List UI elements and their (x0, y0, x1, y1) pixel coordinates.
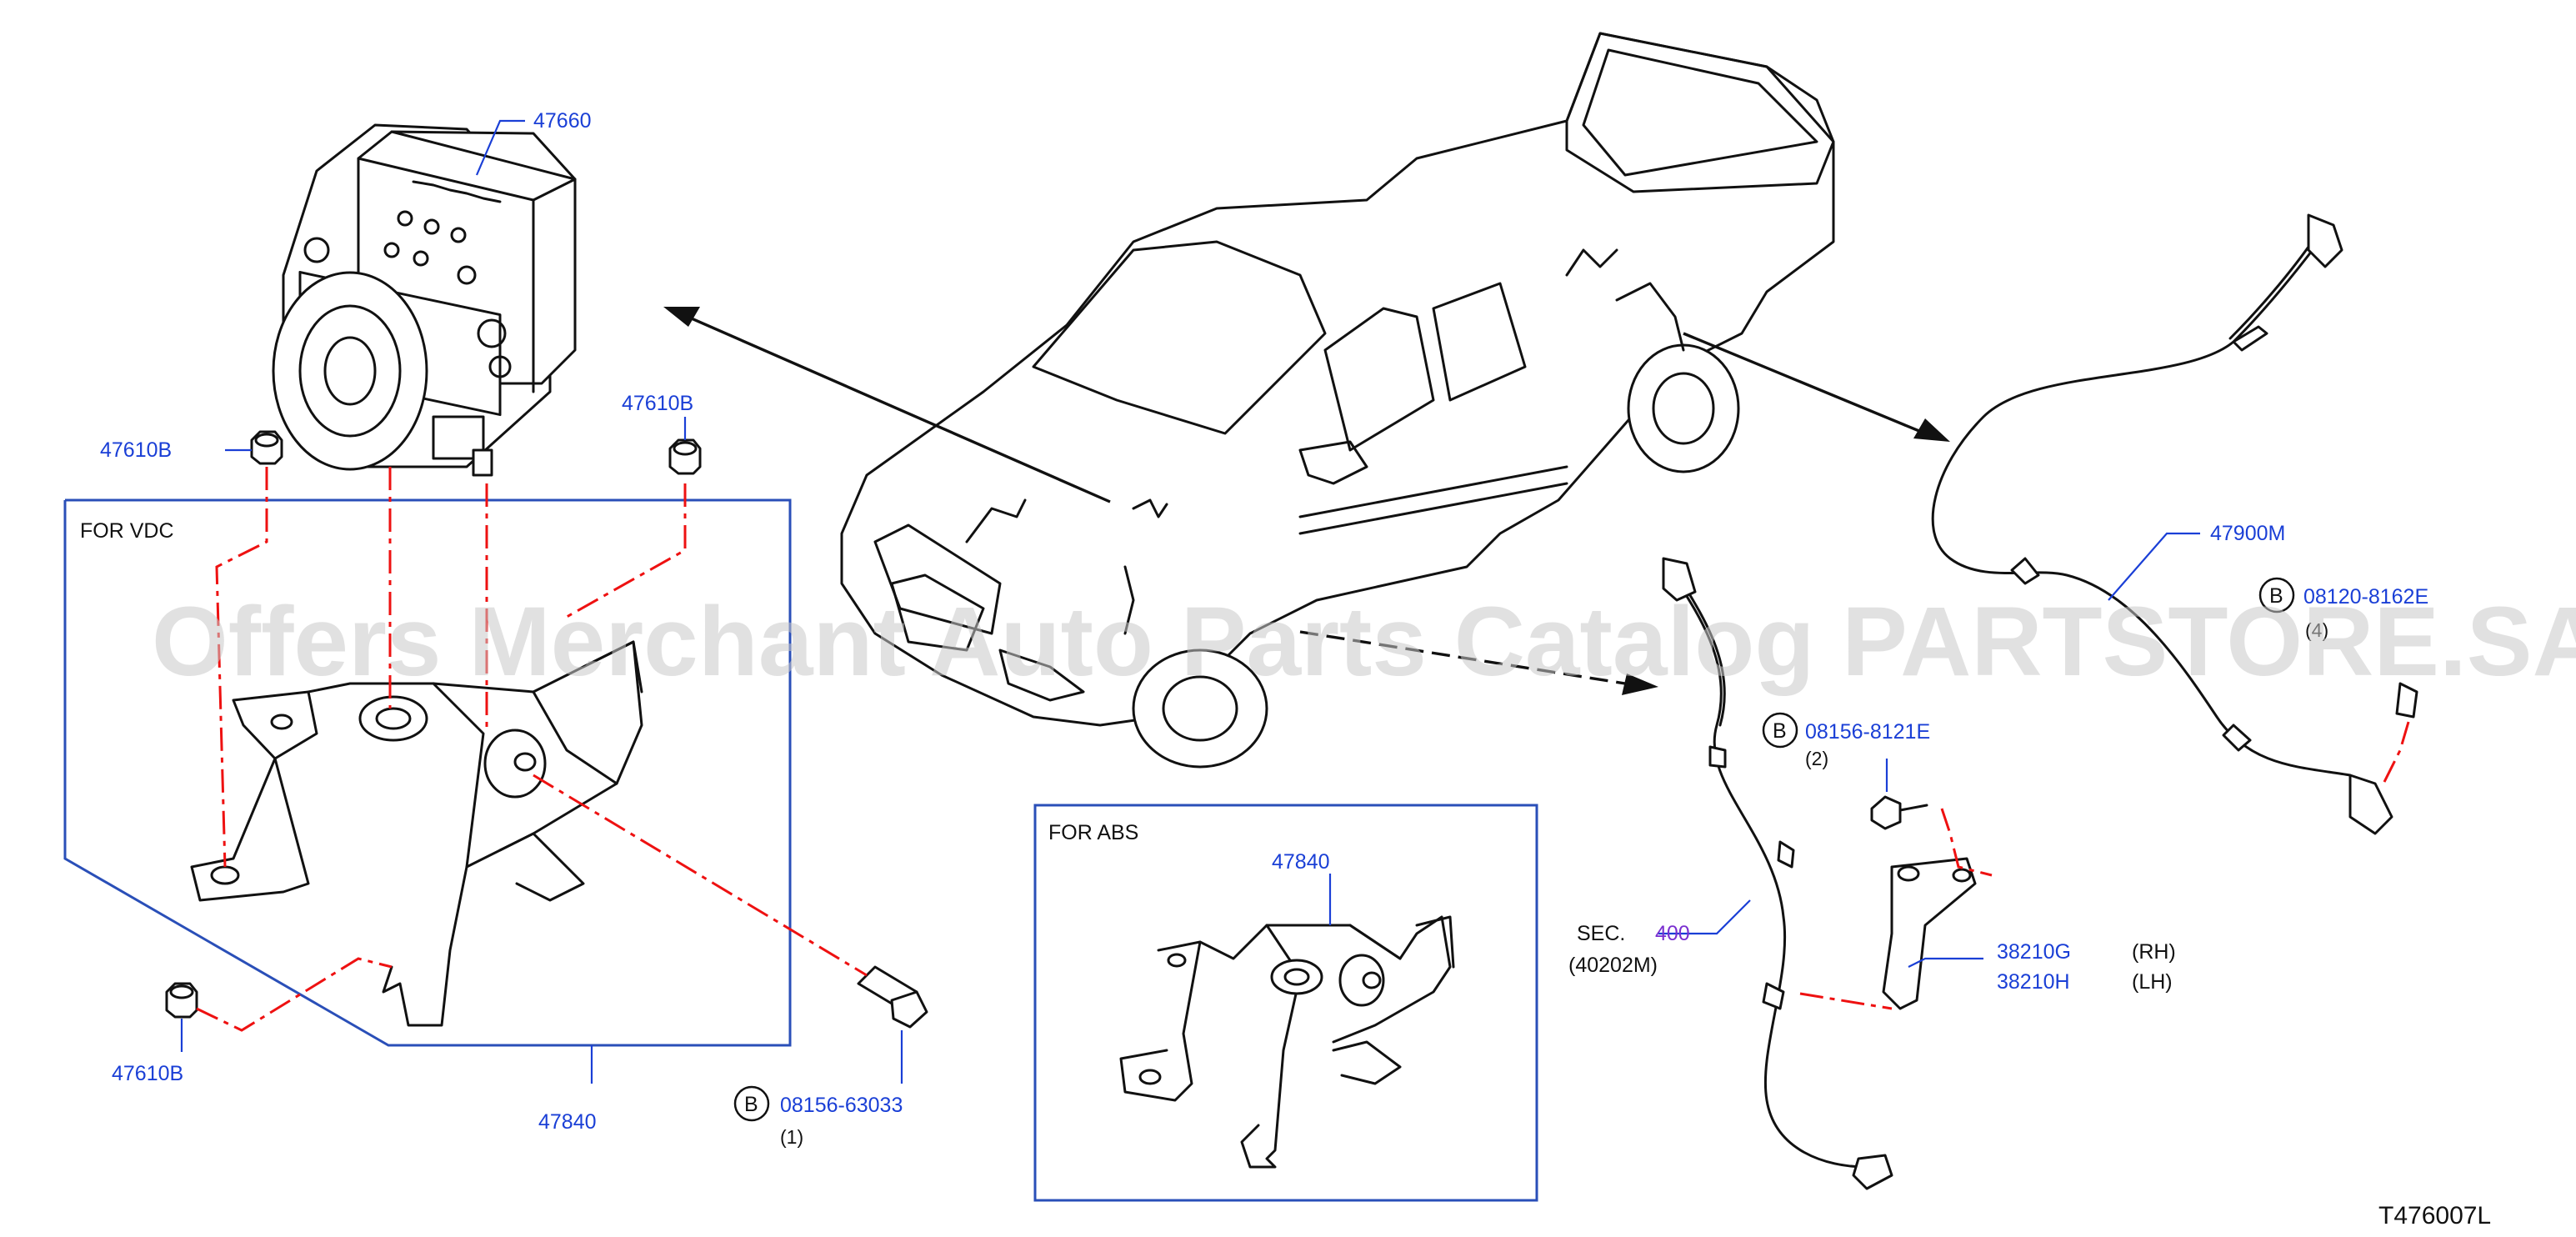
phantom-line-front-bolt (1940, 808, 1993, 877)
front-sensor-leader (1658, 899, 1751, 935)
bolt-front (1870, 795, 1928, 830)
rear-sensor-leader (2108, 532, 2200, 601)
svg-text:B: B (744, 1093, 758, 1116)
part-bolt-bracket-qty: (1) (780, 1126, 803, 1148)
part-sensor-bracket-lh-side: (LH) (2132, 970, 2173, 994)
arrow-to-rear-sensor (1683, 332, 1950, 442)
part-sensor-bracket-rh: 38210G (1997, 940, 2071, 964)
bolt-bracket (857, 965, 928, 1029)
part-bolt-rear-qty: (4) (2305, 619, 2328, 641)
part-actuator: 47660 (533, 109, 592, 133)
sensor-bracket-leader (1908, 957, 1983, 968)
part-nut-top-left: 47610B (100, 438, 172, 462)
phantom-line-bolt (533, 774, 868, 977)
part-nut-top-right: 47610B (622, 392, 693, 415)
phantom-line-nut-left (215, 467, 268, 868)
svg-text:B: B (1773, 719, 1787, 743)
bolt-bracket-marker: B (733, 1085, 770, 1122)
bracket-abs (1119, 915, 1455, 1169)
nut-bottom (165, 982, 198, 1019)
part-bracket-abs: 47840 (1272, 850, 1330, 874)
vdc-frame (63, 498, 792, 1047)
part-bolt-front-qty: (2) (1805, 748, 1828, 769)
abs-frame-title: FOR ABS (1048, 821, 1138, 844)
phantom-line-nut-right (566, 483, 687, 618)
bolt-rear-marker: B (2258, 577, 2295, 613)
phantom-line-rear-bolt (2382, 721, 2410, 784)
part-sensor-bracket-lh: 38210H (1997, 970, 2070, 994)
actuator-leader (475, 119, 525, 176)
arrow-to-actuator (663, 307, 1111, 503)
part-bolt-bracket: 08156-63033 (780, 1094, 903, 1117)
vdc-frame-title: FOR VDC (80, 519, 174, 543)
front-wheel-sensor (1662, 557, 1893, 1190)
part-bolt-front: 08156-8121E (1805, 720, 1930, 744)
part-sec-sub: (40202M) (1568, 954, 1658, 977)
actuator-unit (272, 123, 577, 477)
abs-frame (1033, 804, 1538, 1202)
bolt-front-marker: B (1762, 712, 1798, 749)
diagram-id: T476007L (2378, 1202, 2491, 1229)
svg-text:B: B (2269, 584, 2283, 608)
nut-top-left (250, 430, 283, 465)
phantom-line-front-bracket (1799, 992, 1893, 1010)
part-bracket-vdc: 47840 (538, 1110, 597, 1134)
part-sensor-bracket-rh-side: (RH) (2132, 940, 2176, 964)
phantom-line-nut-bottom (196, 957, 393, 1032)
part-sec-label: SEC. (1577, 922, 1625, 945)
bracket-vdc (190, 640, 643, 1027)
nut-top-right (668, 438, 702, 475)
part-bolt-rear: 08120-8162E (2303, 585, 2428, 608)
sensor-bracket (1882, 857, 1977, 1010)
part-nut-bottom: 47610B (112, 1062, 183, 1085)
arrow-to-front-sensor (1299, 630, 1658, 695)
truck-illustration (840, 32, 1835, 769)
watermark: Offers Merchant Auto Parts Catalog PARTS… (152, 587, 2576, 697)
rear-wheel-sensor (1931, 213, 2418, 835)
part-rear-sensor: 47900M (2210, 522, 2285, 545)
part-sec-num: 400 (1655, 922, 1690, 945)
